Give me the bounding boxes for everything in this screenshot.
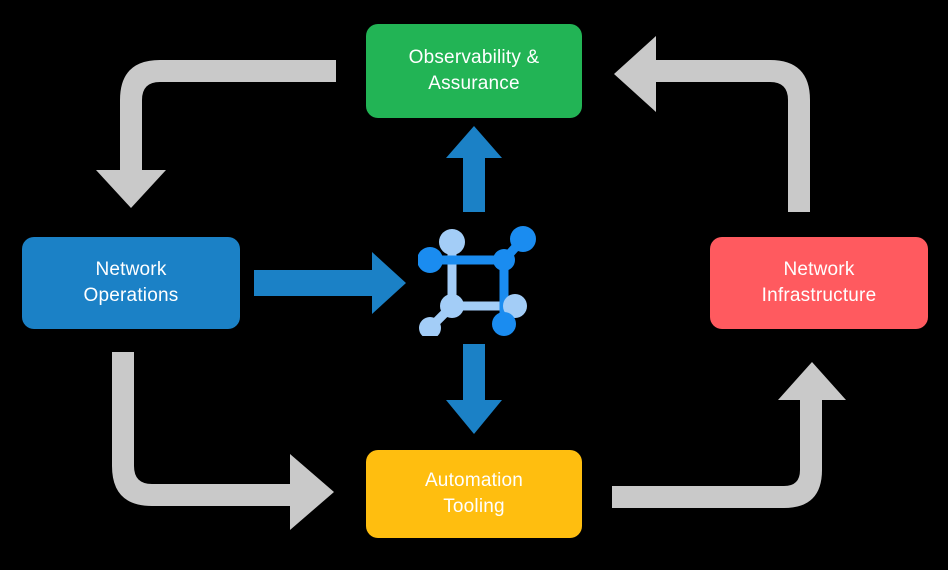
hub-arrow-operations-to-center: [254, 252, 406, 314]
topology-dark-nodes: [418, 226, 536, 336]
topology-light-nodes: [419, 229, 527, 336]
cycle-arrow-observability-to-operations: [96, 60, 336, 208]
node-box-automation-tooling[interactable]: Automation Tooling: [366, 450, 582, 538]
cycle-arrow-automation-to-infrastructure: [612, 362, 846, 508]
node-box-network-infrastructure[interactable]: Network Infrastructure: [710, 237, 928, 329]
hub-arrow-center-to-automation: [446, 344, 502, 434]
cycle-arrow-operations-to-automation: [112, 352, 334, 530]
node-box-network-operations[interactable]: Network Operations: [22, 237, 240, 329]
node-box-observability[interactable]: Observability & Assurance: [366, 24, 582, 118]
hub-arrow-center-to-observability: [446, 126, 502, 212]
cycle-arrow-infrastructure-to-observability: [614, 36, 810, 212]
network-topology-icon: [418, 226, 536, 336]
